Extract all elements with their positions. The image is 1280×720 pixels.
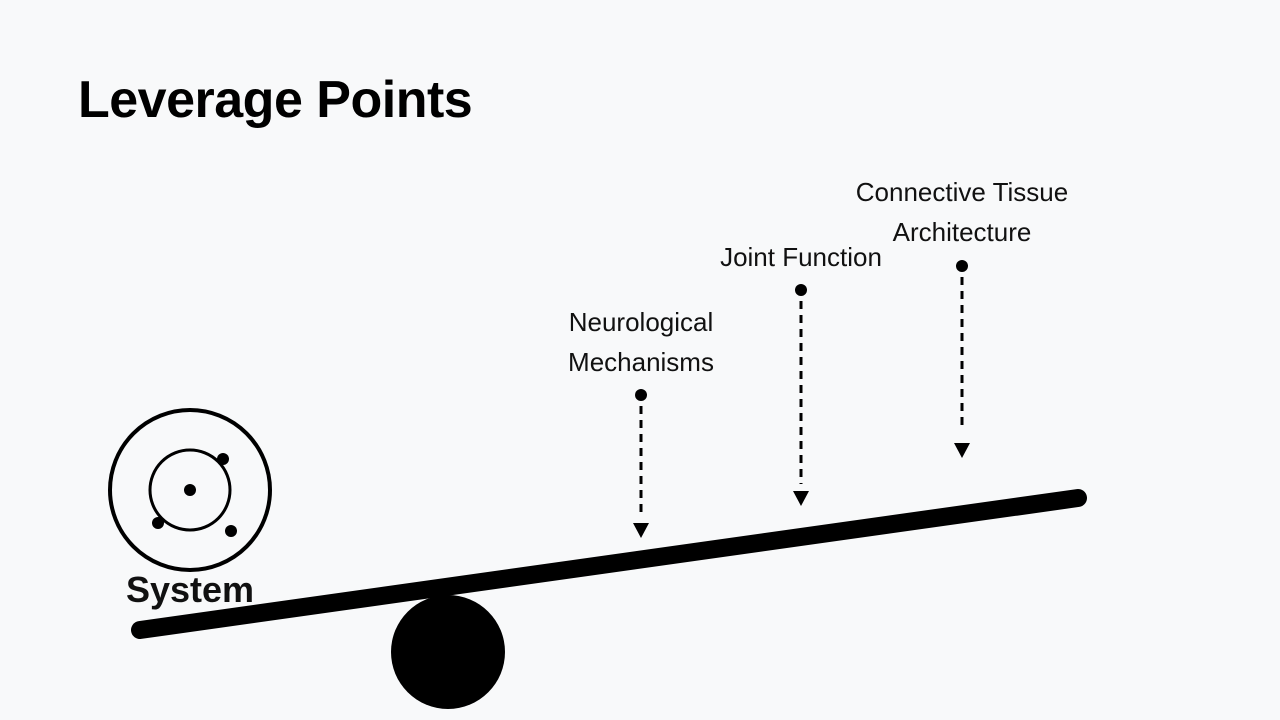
leverage-arrow-neurological <box>633 389 649 538</box>
leverage-arrow-joint <box>793 284 809 506</box>
leverage-arrow-connective <box>954 260 970 458</box>
lever-beam <box>131 489 1087 639</box>
label-joint-function: Joint Function <box>720 237 882 277</box>
system-icon <box>108 408 272 572</box>
slide-title: Leverage Points <box>78 71 473 129</box>
system-label: System <box>125 569 255 610</box>
label-connective-tissue-line1: Connective Tissue <box>855 177 1069 207</box>
label-connective-tissue-line2: Architecture <box>892 217 1032 247</box>
label-joint-function-line1: Joint Function <box>720 242 882 272</box>
label-neurological-line1: Neurological <box>568 307 714 337</box>
label-connective-tissue: Connective Tissue Architecture <box>856 172 1068 252</box>
fulcrum <box>391 595 505 709</box>
label-neurological-line2: Mechanisms <box>568 347 714 377</box>
label-neurological: Neurological Mechanisms <box>568 302 714 382</box>
